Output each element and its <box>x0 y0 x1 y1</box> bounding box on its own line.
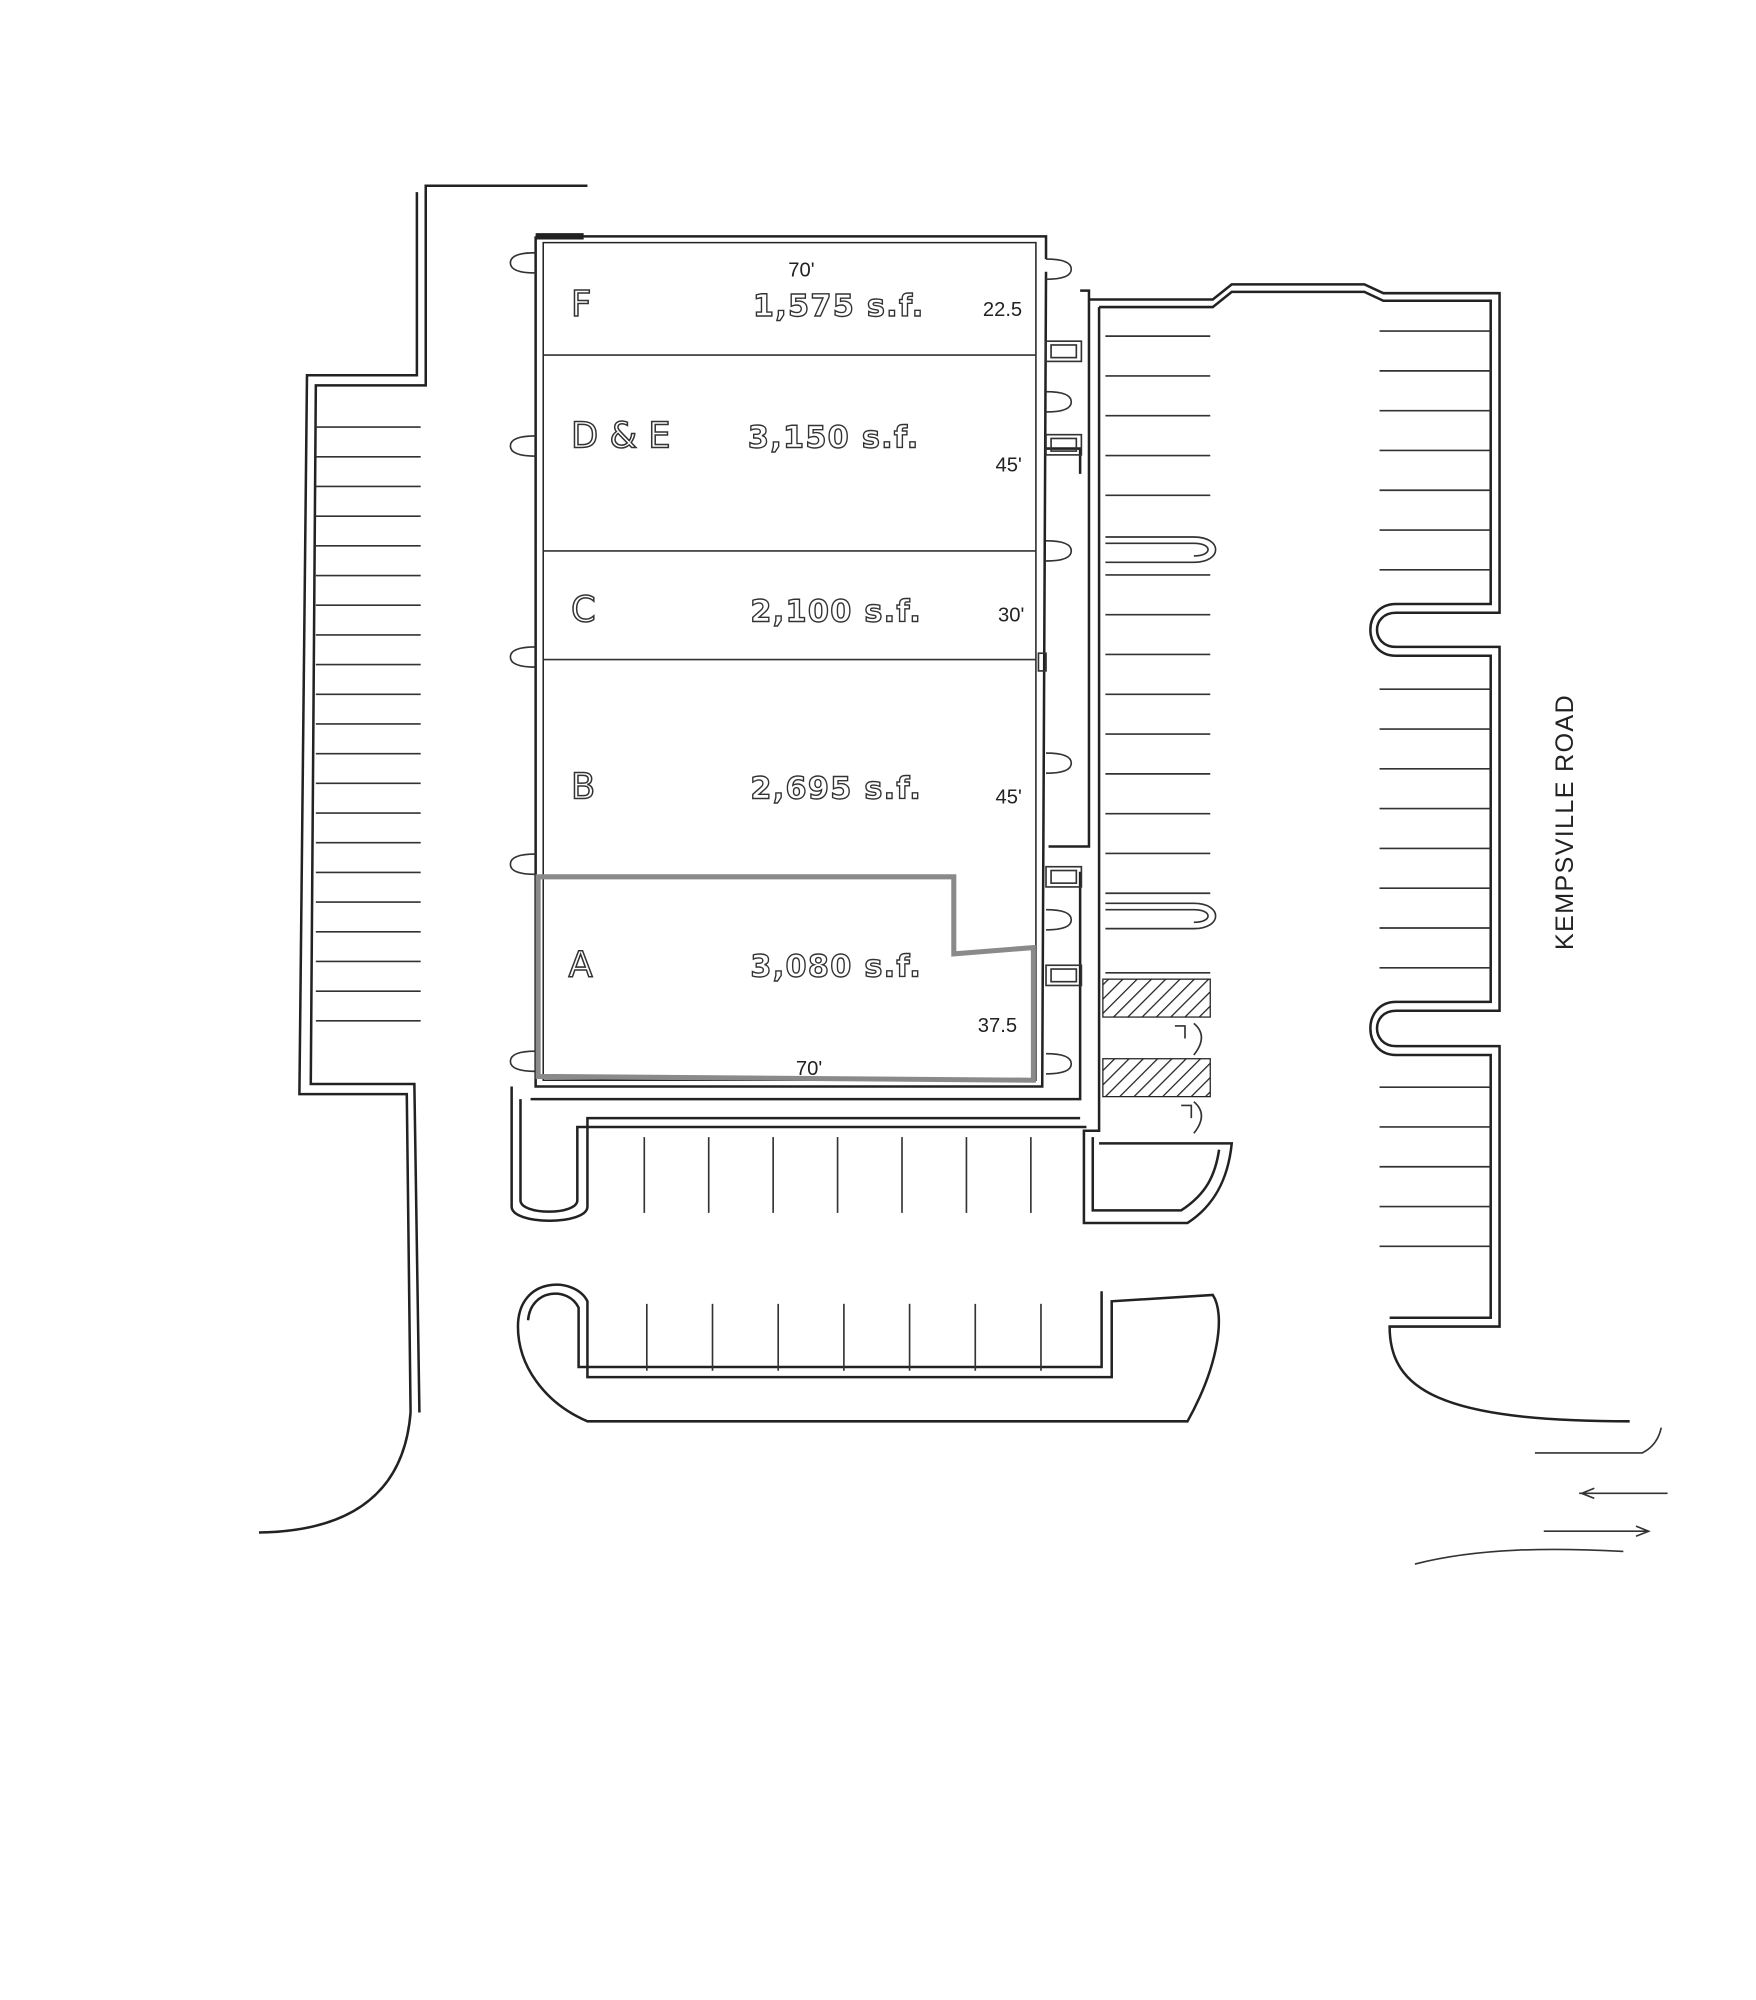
accessible-space-hatch <box>1102 1058 1211 1098</box>
building-width-bottom: 70' <box>796 1058 822 1080</box>
traffic-arrows <box>1414 1427 1668 1565</box>
unit-letter: F <box>571 284 591 325</box>
unit-area: 1,575 s.f. <box>753 289 925 324</box>
unit-area: 3,150 s.f. <box>748 420 920 455</box>
unit-depth: 30' <box>998 605 1024 627</box>
unit-a[interactable]: A 3,080 s.f. 37.5 70' <box>568 944 1017 1081</box>
unit-d-e[interactable]: D & E 3,150 s.f. 45' <box>570 415 1022 477</box>
unit-letter: A <box>568 945 592 986</box>
unit-c[interactable]: C 2,100 s.f. 30' <box>570 589 1024 632</box>
unit-letter: D & E <box>571 415 671 456</box>
road-label: KEMPSVILLE ROAD <box>1551 694 1579 950</box>
bottom-parking <box>510 1086 1221 1423</box>
right-parking-area <box>1082 283 1630 1423</box>
building <box>509 233 1091 1101</box>
unit-depth: 45' <box>995 454 1021 476</box>
unit-area: 3,080 s.f. <box>750 950 922 985</box>
building-width-top: 70' <box>788 260 814 282</box>
unit-letter: C <box>571 590 596 631</box>
unit-a-highlight <box>535 874 1036 1083</box>
unit-area: 2,695 s.f. <box>750 772 922 807</box>
left-parking-strip <box>258 184 588 1534</box>
accessible-space-hatch <box>1102 978 1211 1018</box>
unit-depth: 37.5 <box>978 1015 1017 1037</box>
unit-depth: 22.5 <box>983 299 1022 321</box>
unit-b[interactable]: B 2,695 s.f. 45' <box>570 766 1022 809</box>
unit-depth: 45' <box>995 787 1021 809</box>
unit-letter: B <box>571 767 595 808</box>
unit-f[interactable]: F 1,575 s.f. 22.5 70' <box>570 260 1022 326</box>
unit-area: 2,100 s.f. <box>750 595 922 630</box>
